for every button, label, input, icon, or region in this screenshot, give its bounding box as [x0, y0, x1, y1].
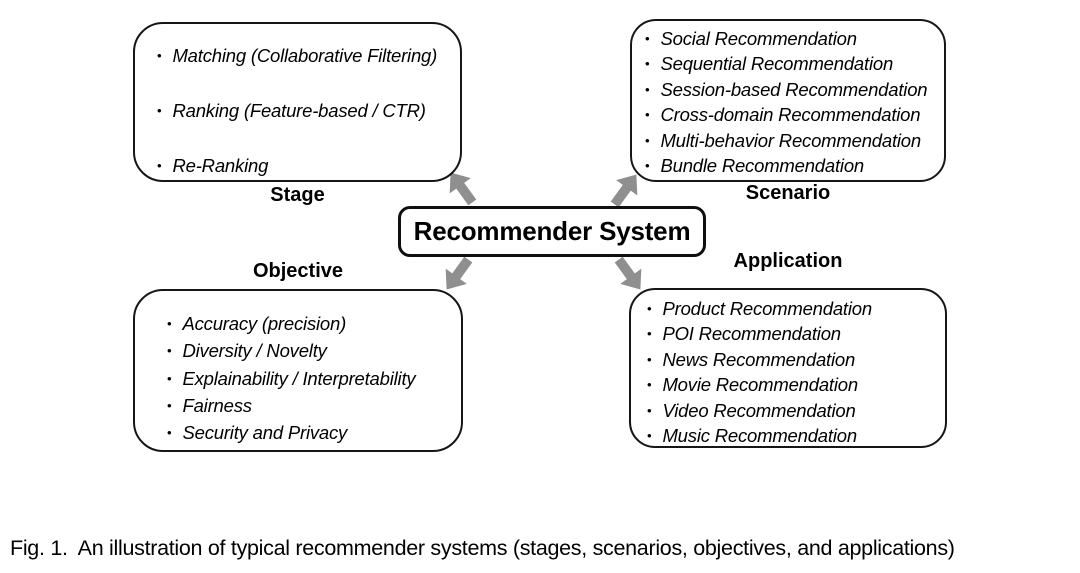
bullet-icon: •	[167, 397, 172, 413]
scenario-box: • Social Recommendation • Sequential Recom…	[630, 19, 946, 182]
arrow-to-scenario-icon	[610, 174, 638, 208]
list-item: • Re-Ranking	[157, 155, 456, 177]
scenario-item: Multi-behavior Recommendation	[660, 129, 921, 151]
bullet-icon: •	[645, 81, 650, 97]
bullet-icon: •	[167, 316, 172, 331]
application-item: News Recommendation	[662, 348, 856, 370]
bullet-icon: •	[647, 402, 652, 418]
application-label: Application	[733, 250, 843, 272]
list-item: • News Recommendation	[647, 348, 943, 371]
bullet-icon: •	[157, 103, 162, 118]
application-box: • Product Recommendation • POI Recommendat…	[629, 288, 947, 448]
objective-box: • Accuracy (precision) • Diversity / Novel…	[133, 289, 463, 452]
recommender-system-box: Recommender System	[398, 206, 706, 257]
arrow-to-application-icon	[614, 256, 642, 290]
bullet-icon: •	[645, 56, 650, 72]
bullet-icon: •	[645, 31, 650, 46]
scenario-item: Bundle Recommendation	[660, 154, 865, 176]
stage-item: Ranking (Feature-based / CTR)	[172, 100, 426, 121]
list-item: • Diversity / Novelty	[167, 340, 457, 361]
bullet-icon: •	[647, 351, 652, 367]
objective-item: Diversity / Novelty	[182, 340, 327, 362]
list-item: • Explainability / Interpretability	[167, 368, 457, 389]
bullet-icon: •	[167, 343, 172, 359]
list-item: • Music Recommendation	[647, 424, 943, 447]
objective-item: Explainability / Interpretability	[182, 367, 416, 389]
list-item: • Multi-behavior Recommendation	[645, 129, 942, 152]
application-item: Movie Recommendation	[662, 374, 858, 396]
stage-box: • Matching (Collaborative Filtering) • Ran…	[133, 22, 462, 182]
list-item: • POI Recommendation	[647, 323, 943, 345]
list-item: • Fairness	[167, 395, 457, 416]
bullet-icon: •	[647, 326, 652, 342]
bullet-icon: •	[167, 425, 172, 441]
scenario-item: Cross-domain Recommendation	[660, 104, 921, 126]
stage-label: Stage	[270, 184, 325, 206]
objective-item: Fairness	[182, 394, 252, 416]
scenario-item: Sequential Recommendation	[660, 53, 894, 75]
application-item: Video Recommendation	[662, 399, 856, 421]
figure-caption: Fig. 1. An illustration of typical recomm…	[10, 536, 1074, 561]
objective-item: Security and Privacy	[182, 422, 348, 444]
arrow-to-stage-icon	[449, 172, 477, 206]
arrow-to-objective-icon	[445, 256, 473, 290]
list-item: • Security and Privacy	[167, 422, 457, 443]
objective-label: Objective	[252, 260, 344, 282]
application-item: Music Recommendation	[662, 424, 857, 446]
figure-caption-text: An illustration of typical recommender s…	[77, 536, 955, 560]
list-item: • Accuracy (precision)	[167, 313, 457, 334]
scenario-item: Social Recommendation	[660, 28, 857, 49]
list-item: • Cross-domain Recommendation	[645, 104, 942, 126]
bullet-icon: •	[157, 158, 162, 173]
scenario-item: Session-based Recommendation	[660, 78, 928, 100]
figure-number: Fig. 1.	[10, 536, 68, 560]
list-item: • Sequential Recommendation	[645, 53, 942, 75]
objective-item: Accuracy (precision)	[182, 313, 347, 334]
scenario-list: • Social Recommendation • Sequential Recom…	[632, 21, 944, 177]
application-item: Product Recommendation	[662, 298, 872, 319]
bullet-icon: •	[645, 132, 650, 148]
list-item: • Ranking (Feature-based / CTR)	[157, 100, 456, 122]
list-item: • Session-based Recommendation	[645, 78, 942, 101]
bullet-icon: •	[645, 157, 650, 173]
application-item: POI Recommendation	[662, 323, 841, 345]
bullet-icon: •	[167, 370, 172, 386]
stage-item: Matching (Collaborative Filtering)	[172, 45, 438, 66]
bullet-icon: •	[645, 107, 650, 123]
scenario-label: Scenario	[745, 182, 831, 204]
objective-list: • Accuracy (precision) • Diversity / Novel…	[135, 291, 461, 443]
application-list: • Product Recommendation • POI Recommendat…	[631, 290, 945, 447]
list-item: • Product Recommendation	[647, 298, 943, 320]
recommender-system-title: Recommender System	[413, 216, 691, 246]
list-item: • Movie Recommendation	[647, 374, 943, 396]
bullet-icon: •	[647, 301, 652, 316]
bullet-icon: •	[647, 427, 652, 443]
list-item: • Video Recommendation	[647, 399, 943, 422]
list-item: • Matching (Collaborative Filtering)	[157, 45, 456, 67]
list-item: • Bundle Recommendation	[645, 154, 942, 177]
bullet-icon: •	[647, 377, 652, 393]
stage-list: • Matching (Collaborative Filtering) • Ran…	[135, 24, 460, 177]
bullet-icon: •	[157, 48, 162, 63]
list-item: • Social Recommendation	[645, 28, 942, 50]
stage-item: Re-Ranking	[172, 155, 269, 176]
